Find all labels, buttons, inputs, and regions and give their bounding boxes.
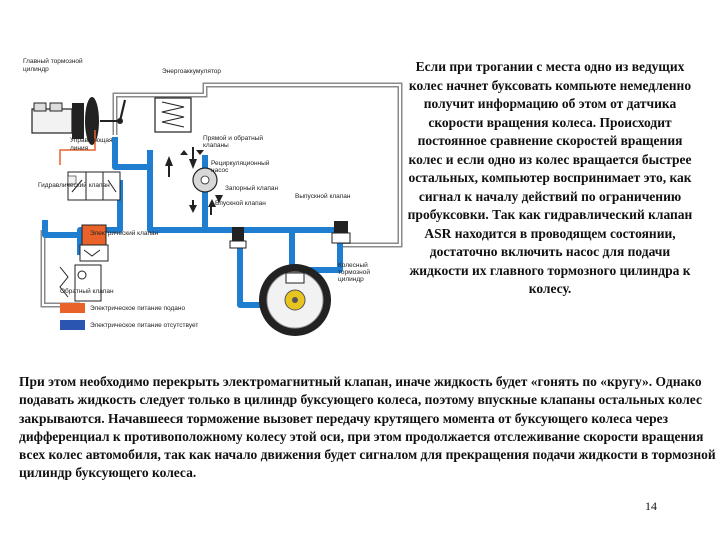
shutoff-valve xyxy=(215,195,223,203)
label-wheel-cylinder-1: Колесный xyxy=(338,261,368,269)
master-cylinder xyxy=(31,97,127,145)
check-valve xyxy=(59,264,102,302)
page-number: 14 xyxy=(645,499,657,513)
main-pipe xyxy=(112,137,150,170)
label-master-cylinder-1: Главный тормозной xyxy=(23,57,83,65)
label-inlet-valve: Впускной клапан xyxy=(215,199,266,207)
label-control-line-2: линия xyxy=(70,145,89,152)
legend-power-on-label: Электрическое питание подано xyxy=(90,305,186,312)
label-outlet-valve: Выпускной клапан xyxy=(295,192,351,200)
label-accumulator: Энергоаккумулятор xyxy=(162,68,221,75)
label-valves-2: клапаны xyxy=(203,142,229,149)
control-line xyxy=(59,130,96,165)
label-wheel-cylinder-2: тормозной xyxy=(338,268,370,276)
label-return-pump-1: Рециркуляционный xyxy=(211,159,270,167)
label-check-valve: Обратный клапан xyxy=(60,287,114,295)
label-master-cylinder-2: цилиндр xyxy=(23,66,49,73)
left-pipe xyxy=(42,220,80,238)
legend-power-on-swatch xyxy=(60,303,85,313)
legend-power-off-swatch xyxy=(60,320,85,330)
label-control-line-1: Управляющая xyxy=(70,137,113,144)
legend-power-off-label: Электрическое питание отсутствует xyxy=(90,322,198,329)
outlet-valve xyxy=(331,221,351,244)
electric-valve xyxy=(79,224,109,262)
bottom-paragraph: При этом необходимо перекрыть электромаг… xyxy=(19,374,716,481)
hydraulic-valve xyxy=(67,171,121,201)
legend xyxy=(60,303,85,330)
asr-hydraulic-diagram: Главный тормозной цилиндр Энергоаккумуля… xyxy=(23,57,403,336)
label-electric-valve: Электрический клапан xyxy=(90,229,159,237)
label-shutoff-valve: Запорный клапан xyxy=(225,184,278,192)
label-valves-1: Прямой и обратный xyxy=(203,134,263,142)
right-paragraph: Если при трогании с места одно из ведущи… xyxy=(407,59,693,296)
accumulator xyxy=(154,97,192,133)
label-wheel-cylinder-3: цилиндр xyxy=(338,276,364,283)
flow-arrows xyxy=(165,147,216,215)
label-hydraulic-valve: Гидравлический клапан xyxy=(38,181,110,189)
inlet-valve xyxy=(229,227,247,249)
wheel xyxy=(259,264,331,336)
return-pump xyxy=(192,167,218,193)
label-return-pump-2: насос xyxy=(211,167,229,174)
forward-reverse-valves xyxy=(180,150,204,155)
